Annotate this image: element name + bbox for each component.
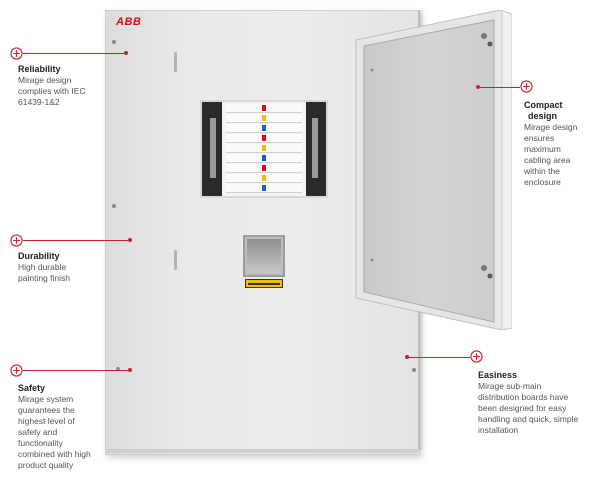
circle-plus-icon[interactable] [10,364,23,377]
breaker-window-right-cover [306,102,326,196]
annotation-text: Mirage sub-main [478,381,542,391]
annotation-text: installation [478,425,519,435]
breaker-row [226,184,302,193]
annotation-text: painting finish [18,273,70,283]
breaker-window-left-cover [202,102,222,196]
breaker-window [222,102,306,196]
annotation-leader-line [23,53,125,54]
annotation-title: design [528,111,558,121]
annotation-text: 61439-1&2 [18,97,60,107]
breaker-row [226,124,302,133]
compact-design-annotation: Compact design Mirage design ensures max… [524,100,577,188]
annotation-point [128,368,132,372]
meter-window [247,239,281,273]
annotation-text: within the [524,166,560,176]
annotation-text: combined with high [18,449,91,459]
annotation-title: Compact [524,100,563,110]
annotation-text: cabling area [524,155,571,165]
annotation-text: complies with IEC [18,86,86,96]
annotation-text: maximum [524,144,561,154]
warning-label [245,279,283,288]
breaker-row [226,174,302,183]
annotation-text: Mirage design [18,75,72,85]
circle-plus-icon[interactable] [470,350,483,363]
annotation-title: Reliability [18,64,61,74]
annotation-leader-line [407,357,470,358]
circle-plus-icon[interactable] [10,234,23,247]
screw [112,204,116,208]
annotation-text: product quality [18,460,74,470]
annotation-text: handling and quick, simple [478,414,579,424]
door-slot-top [174,52,177,72]
annotation-title: Safety [18,383,46,393]
breaker-row [226,134,302,143]
screw [112,40,116,44]
annotation-text: Mirage design [524,122,578,132]
annotation-title: Durability [18,251,60,261]
breaker-row [226,114,302,123]
circle-plus-icon[interactable] [520,80,533,93]
annotation-text: functionality [18,438,63,448]
annotation-text: distribution boards have [478,392,569,402]
reliability-annotation: Reliability Mirage design complies with … [18,64,86,108]
breaker-row [226,164,302,173]
annotation-text: ensures [524,133,555,143]
annotation-text: been designed for easy [478,403,567,413]
abb-logo: ABB [116,16,142,28]
annotation-point [124,51,128,55]
annotation-leader-line [23,240,129,241]
screw [412,368,416,372]
open-door[interactable] [352,10,512,330]
annotation-leader-line [478,87,520,88]
annotation-text: High durable [18,262,67,272]
breaker-row [226,104,302,113]
annotation-text: enclosure [524,177,561,187]
durability-annotation: Durability High durable painting finish [18,251,70,284]
annotation-text: safety and [18,427,58,437]
circle-plus-icon[interactable] [10,47,23,60]
breaker-row [226,144,302,153]
easiness-annotation: Easiness Mirage sub-main distribution bo… [478,370,578,436]
breaker-row [226,154,302,163]
screw [116,367,120,371]
annotation-text: guarantees the [18,405,75,415]
annotation-leader-line [23,370,129,371]
safety-annotation: Safety Mirage system guarantees the high… [18,383,91,471]
annotation-text: highest level of [18,416,75,426]
enclosure-bottom-edge [105,449,418,453]
annotation-point [128,238,132,242]
annotation-text: Mirage system [18,394,74,404]
annotation-title: Easiness [478,370,518,380]
door-slot-bottom [174,250,177,270]
